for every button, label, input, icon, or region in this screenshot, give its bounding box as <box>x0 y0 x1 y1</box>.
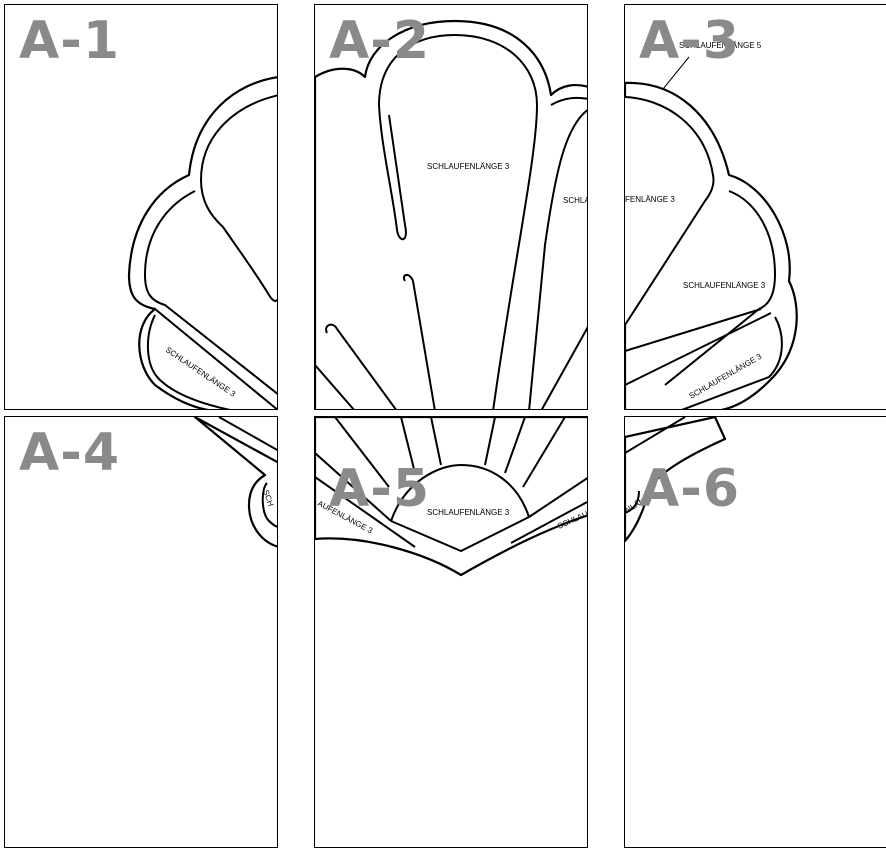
petal-inner-line-3 <box>146 314 234 409</box>
loop-length-label: SCHLAUFENLÄNGE 3 <box>427 508 510 517</box>
fan-ray-6 <box>522 417 566 488</box>
tile-label: A-1 <box>19 11 121 71</box>
tile-a5-drawing: SCHLAUFENLÄNGE 3 AUFENLÄNGE 3 SCHLAUF <box>315 417 587 577</box>
fan-ray-2 <box>484 417 496 466</box>
loop-length-label: SCHLAUFENLÄNGE 3 <box>427 162 510 171</box>
fan-ray-5 <box>334 417 390 488</box>
petal-inner-line <box>625 96 715 326</box>
petal-inner-line-2 <box>625 490 640 514</box>
petal-inner-line <box>218 417 277 452</box>
tile-a3-drawing: SCHLAUFENLÄNGE 5 FENLÄNGE 3 SCHLAUFENLÄN… <box>625 41 798 409</box>
fan-ray-4 <box>504 417 526 474</box>
fan-ray-9 <box>315 476 416 548</box>
tile-label: A-2 <box>329 11 431 71</box>
fan-ray-8 <box>528 477 587 518</box>
petal-inner-line <box>378 33 539 409</box>
petal-inner-line-5 <box>540 326 587 409</box>
petal-inner-line-4 <box>681 316 783 409</box>
tile-a2-drawing: SCHLAUFENLÄNGE 3 SCHLAU <box>315 19 588 409</box>
leader-line <box>662 56 690 90</box>
tile-a2: SCHLAUFENLÄNGE 3 SCHLAU A-2 <box>314 4 588 410</box>
petal-inner-line-6 <box>403 274 436 409</box>
tile-a4-drawing: SCH <box>193 417 277 548</box>
loop-length-label-partial: FENLÄNGE 3 <box>625 195 675 204</box>
tile-a4: SCH A-4 <box>4 416 278 848</box>
petal-inner-line-2 <box>143 190 277 395</box>
fan-ray-3 <box>400 417 416 474</box>
fan-base-line <box>390 516 530 553</box>
fan-ray-10 <box>510 500 587 544</box>
petal-inner-line-4 <box>528 109 587 409</box>
tile-label: A-4 <box>19 423 121 483</box>
petal-inner-line-7 <box>325 323 397 409</box>
petal-inner-line <box>199 94 277 302</box>
petal-inner-line <box>625 417 686 454</box>
tile-a1-drawing: SCHLAUFENLÄNGE 3 <box>127 76 277 409</box>
tile-a6: NLÄNGE A-6 <box>624 416 886 848</box>
petal-inner-line-4 <box>154 308 277 409</box>
petal-inner-line-3 <box>550 96 587 106</box>
tile-label: A-3 <box>639 11 741 71</box>
fan-base-arc <box>390 463 530 522</box>
petal-inner-line-2 <box>378 104 407 241</box>
petal-inner-line-3 <box>625 308 762 352</box>
petal-inner-line-2 <box>261 482 277 528</box>
petal-inner-line-5 <box>625 312 772 386</box>
fan-ray-1 <box>430 417 442 466</box>
tile-a6-drawing: NLÄNGE <box>625 417 727 543</box>
tile-a5: SCHLAUFENLÄNGE 3 AUFENLÄNGE 3 SCHLAUF A-… <box>314 416 588 848</box>
loop-length-label-partial: SCHLAU <box>563 196 588 205</box>
loop-length-label-5: SCHLAUFENLÄNGE 5 <box>679 41 762 50</box>
petal-inner-line-2 <box>664 190 777 386</box>
loop-length-label: SCHLAUFENLÄNGE 3 <box>683 281 766 290</box>
tile-label: A-6 <box>639 459 741 519</box>
tile-a1: SCHLAUFENLÄNGE 3 A-1 <box>4 4 278 410</box>
tile-label: A-5 <box>329 459 431 519</box>
fan-ray-7 <box>315 452 392 522</box>
petal-inner-line-8 <box>315 364 355 409</box>
tile-a3: SCHLAUFENLÄNGE 5 FENLÄNGE 3 SCHLAUFENLÄN… <box>624 4 886 410</box>
petal-outline <box>625 417 727 543</box>
petal-outline <box>193 417 277 548</box>
